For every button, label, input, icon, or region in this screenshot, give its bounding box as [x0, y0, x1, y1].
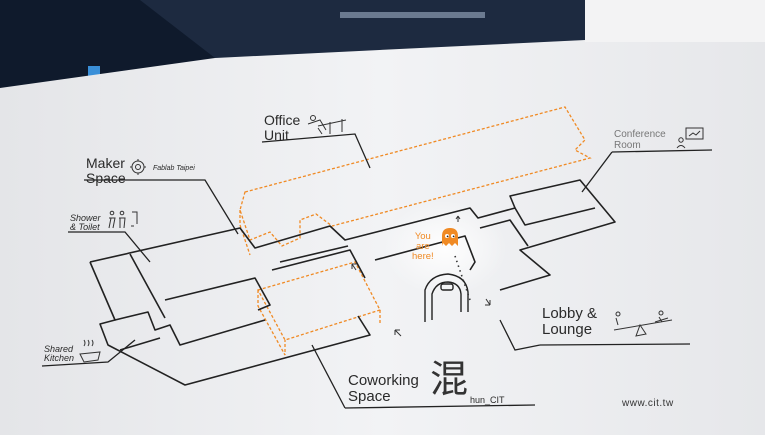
- presentation-icon: [676, 127, 704, 149]
- right-wall: [585, 0, 765, 42]
- seesaw-icon: [613, 310, 673, 337]
- maker-label-line2: Space: [86, 169, 126, 186]
- you-line3: here!: [412, 250, 434, 262]
- gear-icon: [130, 159, 146, 175]
- blue-light: [88, 66, 100, 76]
- shower-toilet-label: Shower & Toilet: [70, 213, 101, 233]
- ghost-mascot-icon: [442, 228, 458, 246]
- hun-logo: 混: [430, 357, 469, 401]
- shower-label-line2: & Toilet: [70, 222, 100, 233]
- conference-label-line1: Conference: [614, 129, 666, 140]
- leader-lines: [41, 133, 713, 409]
- you-are-here-glow: [383, 200, 507, 296]
- coworking-label-line2: Space: [348, 387, 391, 405]
- kitchen-icon: [79, 339, 101, 363]
- ceiling-light: [340, 12, 485, 18]
- coworking-label-line1: Coworking: [348, 372, 419, 389]
- lobby-label-line2: Lounge: [542, 320, 593, 338]
- you-line1: You: [414, 231, 431, 242]
- conference-room-label: Conference Room: [614, 129, 666, 151]
- floor-plan-lines: [89, 179, 616, 386]
- wall: [0, 40, 765, 435]
- office-label-line2: Unit: [264, 126, 289, 143]
- upper-floor-outline: [239, 106, 592, 356]
- shower-label-line1: Shower: [70, 213, 101, 223]
- you-are-here-label: You are here!: [412, 232, 434, 262]
- fablab-label: Fablab Taipei: [153, 165, 195, 172]
- conference-label-line2: Room: [614, 139, 641, 151]
- lobby-lounge-label: Lobby & Lounge: [542, 306, 597, 338]
- office-unit-label: Office Unit: [264, 113, 300, 142]
- kitchen-label-line1: Shared: [44, 344, 74, 354]
- shared-kitchen-label: Shared Kitchen: [44, 344, 75, 364]
- website-url: www.cit.tw: [622, 398, 674, 409]
- office-label-line1: Office: [264, 112, 301, 128]
- restroom-icon: [108, 210, 138, 229]
- maker-space-label: Maker Space: [86, 156, 126, 185]
- lobby-label-line1: Lobby &: [542, 305, 598, 322]
- desk-icon: [307, 115, 347, 135]
- maker-label-line1: Maker: [86, 155, 125, 171]
- hun-cit-label: hun_CIT: [470, 395, 505, 405]
- entrance-arch: [424, 273, 469, 322]
- direction-arrows: [351, 215, 491, 337]
- coworking-space-label: Coworking Space: [348, 373, 419, 405]
- you-line2: are: [415, 240, 430, 252]
- kitchen-label-line2: Kitchen: [44, 353, 75, 364]
